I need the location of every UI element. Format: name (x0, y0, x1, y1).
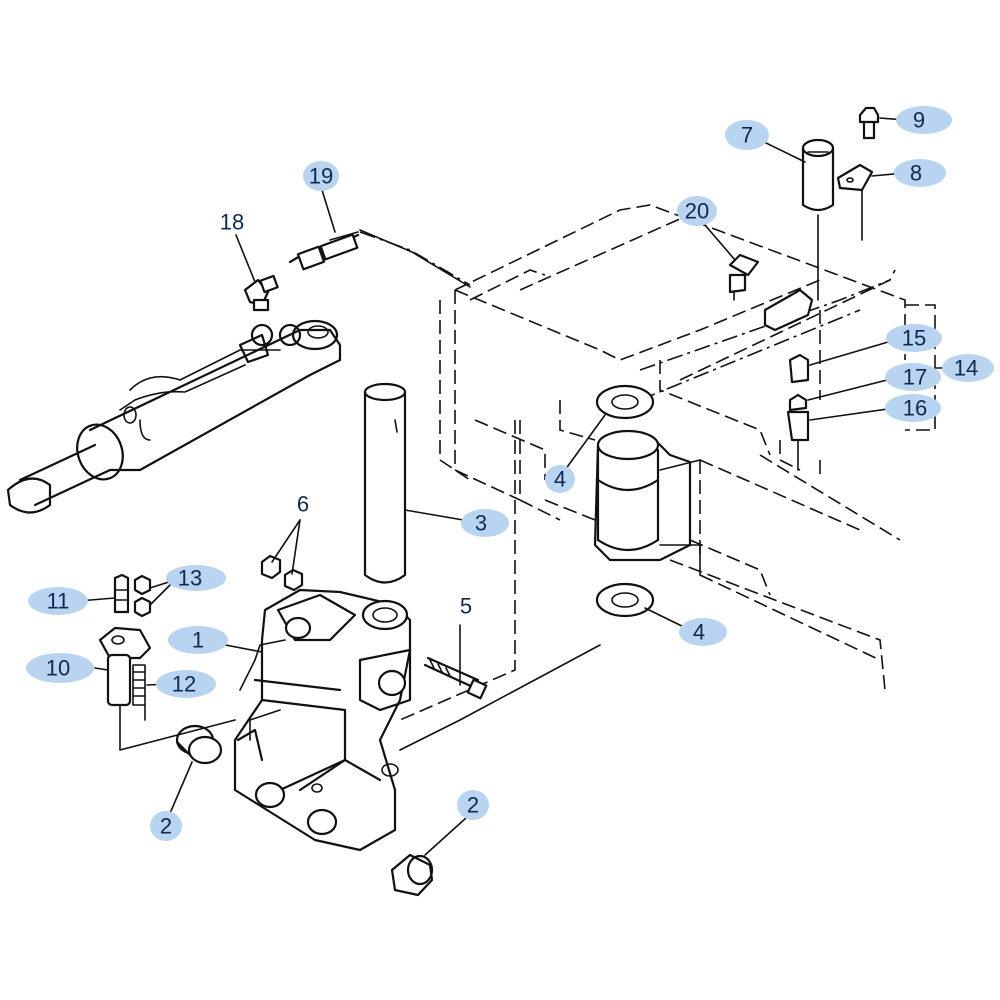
svg-text:14: 14 (954, 356, 978, 381)
fittings-14-17 (763, 288, 936, 471)
callout-18: 18 (220, 210, 244, 235)
elbow-fitting-18 (243, 274, 279, 312)
svg-text:3: 3 (475, 511, 487, 536)
svg-text:6: 6 (297, 492, 309, 517)
pin-3 (363, 382, 407, 584)
callout-17: 17 (885, 363, 941, 391)
guide-lines (119, 644, 601, 751)
callout-9: 9 (896, 106, 952, 134)
callout-20: 20 (677, 196, 717, 226)
svg-text:4: 4 (554, 467, 566, 492)
svg-text:1: 1 (192, 628, 204, 653)
callout-13: 13 (166, 565, 226, 591)
callout-4-upper: 4 (545, 465, 575, 493)
bolt-5 (423, 656, 488, 700)
grease-parts-group (98, 573, 152, 707)
straight-fitting-19 (288, 233, 360, 271)
callout-4-lower: 4 (679, 618, 727, 646)
callout-3: 3 (461, 509, 509, 537)
nuts-6 (260, 554, 304, 592)
svg-text:11: 11 (47, 589, 70, 614)
svg-text:18: 18 (220, 210, 244, 235)
svg-text:5: 5 (460, 594, 472, 619)
callout-2-left: 2 (150, 811, 182, 841)
plate-8 (836, 163, 874, 241)
bolt-9 (858, 106, 880, 140)
washer-4-upper (595, 384, 655, 420)
callout-6: 6 (297, 492, 309, 517)
callout-14: 14 (942, 354, 994, 382)
callout-2-right: 2 (457, 790, 489, 820)
callout-10: 10 (26, 653, 94, 683)
elbow-fitting-20 (728, 253, 760, 301)
bushing-2-right (390, 853, 434, 897)
washer-4-lower (595, 582, 655, 618)
callout-8: 8 (894, 159, 946, 187)
callout-15: 15 (886, 324, 942, 352)
callout-12: 12 (156, 670, 216, 698)
callout-11: 11 (28, 587, 88, 615)
hose-line (329, 229, 471, 288)
callout-19: 19 (303, 161, 339, 191)
svg-text:17: 17 (903, 365, 927, 390)
svg-text:8: 8 (910, 161, 922, 186)
pin-7 (801, 138, 835, 301)
pivot-boss (593, 429, 701, 576)
bushing-2-left (175, 724, 223, 765)
svg-text:16: 16 (903, 396, 927, 421)
svg-text:2: 2 (467, 793, 479, 818)
svg-text:4: 4 (693, 620, 705, 645)
svg-text:9: 9 (913, 108, 925, 133)
svg-text:13: 13 (178, 566, 202, 591)
svg-text:2: 2 (160, 814, 172, 839)
svg-text:20: 20 (685, 199, 709, 224)
svg-text:10: 10 (46, 656, 70, 681)
machine-frame (359, 204, 906, 721)
svg-text:12: 12 (172, 672, 196, 697)
hydraulic-cylinder (6, 319, 342, 514)
callout-1: 1 (168, 626, 228, 654)
leader-lines (77, 117, 951, 856)
swing-bracket-1 (233, 588, 412, 852)
svg-text:7: 7 (741, 123, 753, 148)
callout-16: 16 (885, 394, 941, 422)
callout-5: 5 (460, 594, 472, 619)
svg-text:15: 15 (902, 326, 926, 351)
svg-text:19: 19 (309, 164, 333, 189)
callout-7: 7 (725, 120, 769, 150)
